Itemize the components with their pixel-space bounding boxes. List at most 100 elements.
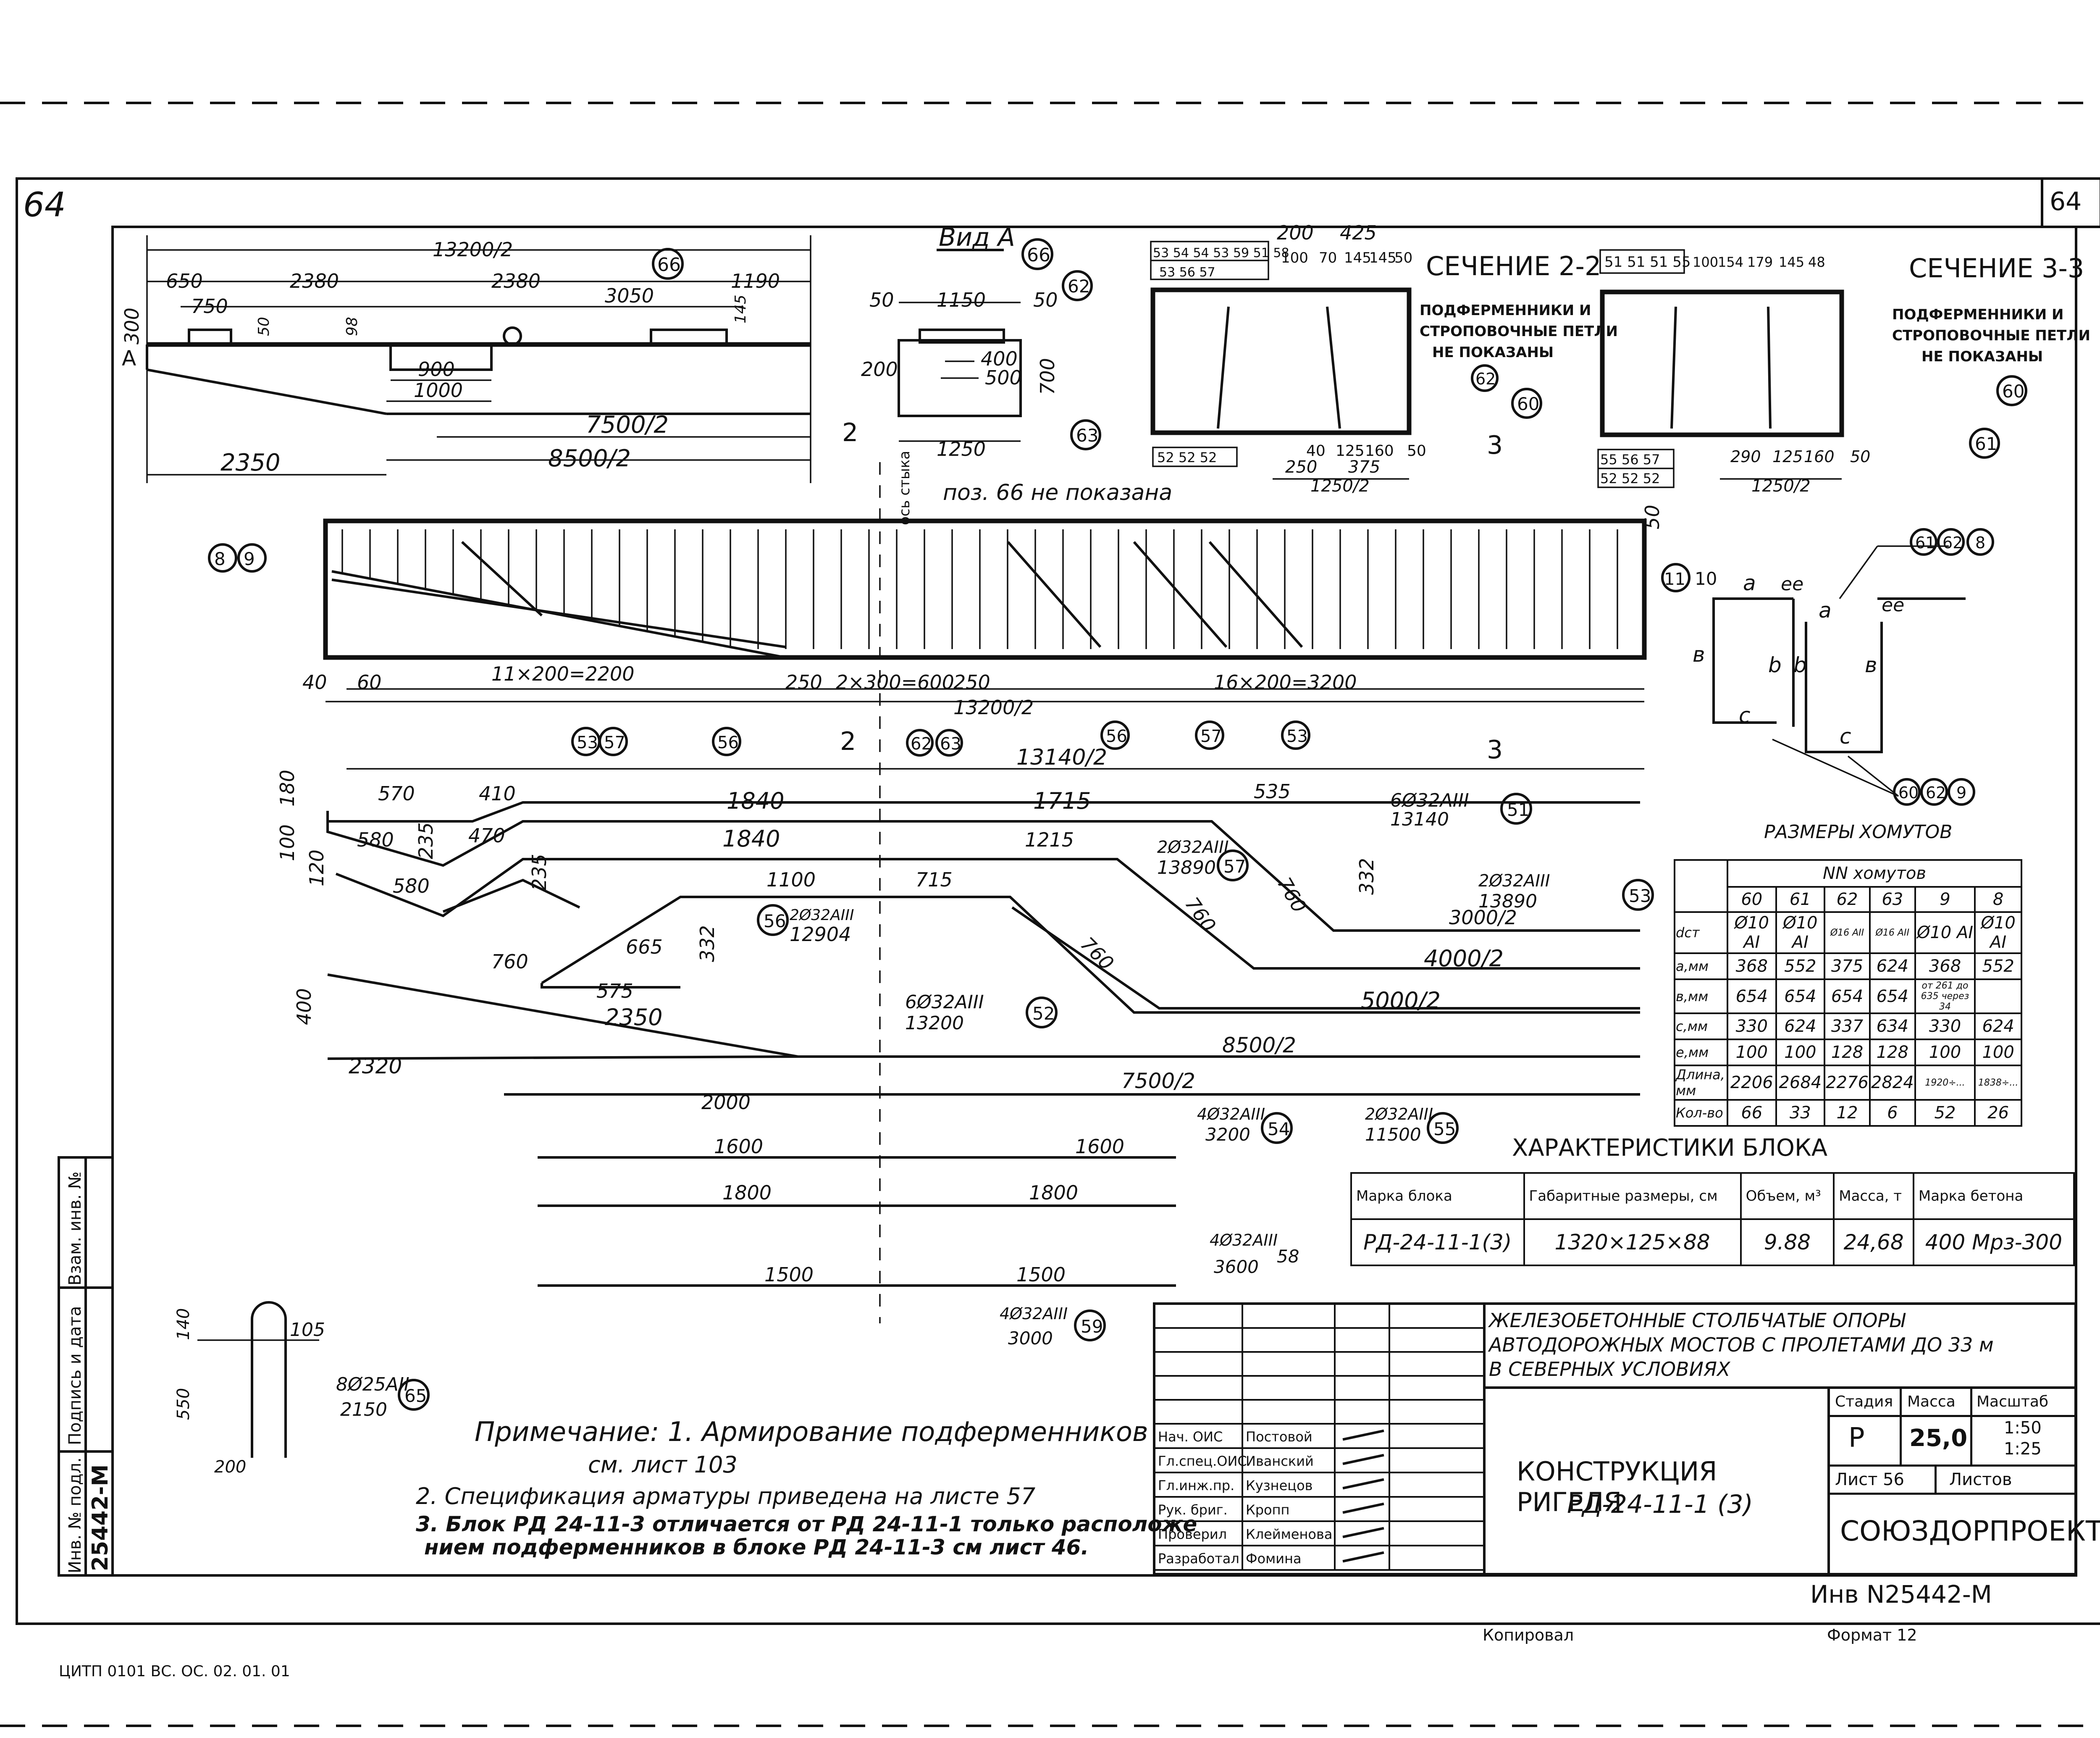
project-line-2: АВТОДОРОЖНЫХ МОСТОВ С ПРОЛЕТАМИ ДО 33 м	[1489, 1333, 1994, 1356]
signature-name: Кузнецов	[1246, 1478, 1313, 1493]
bar51-dim-1715: 1715	[1033, 788, 1091, 814]
bar65-dim-200: 200	[214, 1457, 246, 1477]
stirrup-table-group-header: NN хомутов	[1727, 859, 2022, 888]
view-a-dim-500: 500	[985, 366, 1022, 389]
stirrup-cell: 634	[1869, 1012, 1916, 1040]
stirrup-letter-a2: а	[1819, 598, 1832, 623]
signature-row: Рук. бриг.Кропп	[1155, 1498, 1483, 1522]
replace-inv-label: Взам. инв. №	[66, 1171, 85, 1286]
sec33-note-1: ПОДФЕРМЕННИКИ И	[1892, 306, 2063, 323]
bar52-pos: 52	[1032, 1003, 1055, 1024]
sec22-top-marks-2: 53 56 57	[1159, 265, 1215, 280]
note-line3b: нием подферменников в блоке РД 24-11-3 с…	[424, 1535, 1089, 1559]
view-a-dim-1250: 1250	[937, 438, 986, 460]
bar58-dim-1800a: 1800	[722, 1181, 772, 1204]
bar56-dim-332: 332	[696, 925, 719, 962]
elev-bottom-callouts: 53 57 56 62 63 56 57 53	[571, 720, 1310, 757]
sec22-dim-160: 160	[1365, 442, 1394, 460]
elev-dim-13200: 13200/2	[953, 696, 1034, 719]
stirrup-cell: 337	[1824, 1012, 1871, 1040]
bar55-dim-7500: 7500/2	[1121, 1069, 1195, 1093]
scale-value-2: 1:25	[2004, 1439, 2042, 1459]
project-line-1: ЖЕЛЕЗОБЕТОННЫЕ СТОЛБЧАТЫЕ ОПОРЫ	[1489, 1309, 1905, 1332]
mass-value: 25,0	[1909, 1425, 1968, 1452]
bar58-pos: 58	[1277, 1246, 1299, 1267]
block-table-header: Марка бетона	[1912, 1172, 2075, 1220]
bar52-length: 13200	[905, 1012, 964, 1034]
stirrup-callout-62b: 62	[1926, 784, 1946, 802]
callout-62b-sec22: 62	[1475, 370, 1496, 388]
callout-10-elev: 10	[1695, 568, 1717, 589]
bar51-dim-535: 535	[1254, 780, 1291, 803]
sec22-dim-70: 70	[1319, 250, 1337, 266]
view-a-note: поз. 66 не показана	[943, 480, 1172, 505]
stirrup-cell: 26	[1974, 1099, 2022, 1127]
note-line2: 2. Спецификация арматуры приведена на ли…	[416, 1483, 1035, 1509]
bar65-dim-105: 105	[290, 1319, 325, 1341]
stirrup-cell: Ø10 АI	[1727, 911, 1777, 954]
drawing-title-1: КОНСТРУКЦИЯ РИГЕЛЯ	[1517, 1456, 1717, 1517]
stirrup-cell: Ø10 АI	[1914, 911, 1976, 954]
stirrup-cell: от 261 до 635 через 34	[1914, 978, 1976, 1014]
sec22-dim-145b: 145	[1369, 250, 1396, 266]
block-table-cell: 1320×125×88	[1523, 1218, 1742, 1266]
bar56-dim-5000: 5000/2	[1361, 987, 1441, 1014]
bar54-pos: 54	[1268, 1119, 1290, 1139]
bar59-pos: 59	[1081, 1316, 1103, 1337]
block-table-cell: 24,68	[1833, 1218, 1914, 1266]
side-dim-50: 50	[255, 317, 273, 336]
sec33-bottom-marks-1: 55 56 57	[1600, 452, 1660, 468]
sec22-title: СЕЧЕНИЕ 2-2	[1426, 251, 1601, 281]
bar55-dim-2000: 2000	[701, 1091, 751, 1114]
side-view: 13200/2 650 2380 2380 1190 750 3050 300 …	[121, 235, 811, 483]
bar65-spec: 8Ø25АII	[336, 1374, 410, 1395]
stirrup-row-label: dст	[1674, 911, 1728, 954]
bar56-dim-575: 575	[596, 980, 633, 1002]
stirrup-row-label: а,мм	[1674, 952, 1728, 980]
stirrup-cell	[1974, 978, 2022, 1014]
side-dim-13200: 13200/2	[433, 238, 513, 261]
bar59-dim-1500a: 1500	[764, 1263, 814, 1286]
format-label: Формат 12	[1827, 1626, 1917, 1644]
bar51-dim-100: 100	[276, 824, 299, 861]
bar58-length: 3600	[1214, 1257, 1259, 1277]
elev-dim-11x200: 11×200=2200	[491, 663, 635, 685]
sec22-bottom-marks: 52 52 52	[1157, 450, 1217, 465]
elev-dim-250a: 250	[785, 671, 822, 694]
stirrup-col-header: 8	[1974, 886, 2022, 913]
stirrup-cell: 552	[1974, 952, 2022, 980]
stirrup-cell: 128	[1869, 1039, 1916, 1066]
bar55-length: 11500	[1365, 1124, 1421, 1145]
bar54-dim-1600b: 1600	[1075, 1135, 1124, 1158]
side-dim-98: 98	[344, 317, 361, 336]
stirrup-callout-60: 60	[1898, 784, 1919, 802]
bar51-dim-580: 580	[357, 828, 394, 851]
stirrup-cell: 6	[1869, 1099, 1916, 1127]
stirrup-letter-e2: ее	[1882, 594, 1904, 616]
stirrup-col-header: 60	[1727, 886, 1777, 913]
bar54-spec: 4Ø32АIII	[1197, 1105, 1265, 1123]
callout-53b-elev: 53	[1286, 727, 1308, 746]
view-marker-a: A	[122, 346, 136, 371]
elev-dim-2x300: 2×300=600	[836, 671, 954, 694]
stirrup-col-header: 9	[1914, 886, 1976, 913]
signature-empty-row	[1155, 1353, 1483, 1377]
block-table-header: Габаритные размеры, см	[1523, 1172, 1742, 1220]
elev-dim-16x200: 16×200=3200	[1214, 671, 1357, 694]
sec33-bottom-marks-2: 52 52 52	[1600, 471, 1660, 486]
stirrup-caption: РАЗМЕРЫ ХОМУТОВ	[1764, 821, 1952, 843]
callout-62-sec22: 62	[1068, 276, 1090, 297]
bar56-dim-1100: 1100	[766, 868, 816, 891]
view-a-title: Вид А	[939, 223, 1015, 252]
sec33-dim-179: 179	[1747, 254, 1773, 270]
bar54-length: 3200	[1205, 1124, 1250, 1145]
stirrup-cell: 2276	[1824, 1065, 1871, 1101]
signature-role: Разработал	[1158, 1551, 1239, 1567]
bar51-dim-410: 410	[479, 782, 516, 805]
bar51-dim-1840: 1840	[727, 788, 784, 814]
